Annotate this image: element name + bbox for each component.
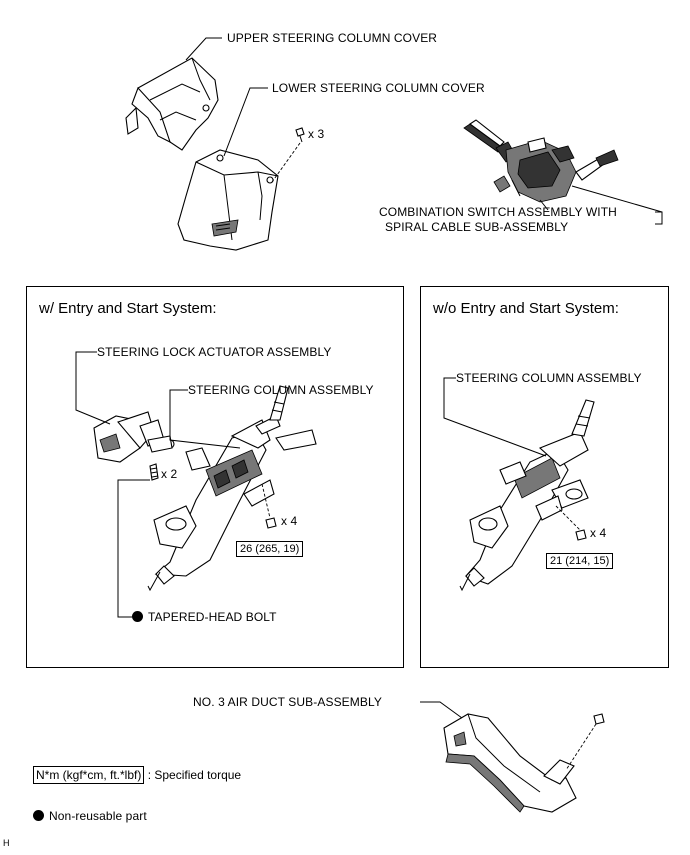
left-column-drawing — [93, 385, 317, 592]
upper-cover-label: UPPER STEERING COLUMN COVER — [227, 31, 438, 45]
nut-qty-right: x 4 — [590, 526, 607, 540]
bolt-qty-left: x 2 — [161, 467, 178, 481]
nut-qty-left: x 4 — [281, 514, 298, 528]
non-reusable-dot-icon — [132, 611, 143, 622]
column-right-label: STEERING COLUMN ASSEMBLY — [456, 371, 642, 385]
screw-icon — [295, 127, 305, 143]
corner-code: H — [3, 838, 10, 848]
combination-switch-label-1: COMBINATION SWITCH ASSEMBLY WITH — [379, 205, 617, 219]
screw-qty-top: x 3 — [308, 127, 325, 141]
torque-legend-text: : Specified torque — [147, 768, 242, 782]
nut-icon — [575, 529, 587, 541]
nut-icon — [265, 517, 277, 529]
non-reusable-dot-icon — [33, 810, 44, 821]
column-left-label: STEERING COLUMN ASSEMBLY — [188, 383, 374, 397]
panel-with-entry-start: w/ Entry and Start System: — [26, 286, 404, 668]
lower-cover-label: LOWER STEERING COLUMN COVER — [272, 81, 485, 95]
tapered-bolt-label: TAPERED-HEAD BOLT — [132, 610, 277, 624]
panel-without-entry-start: w/o Entry and Start System: — [420, 286, 669, 668]
torque-right: 21 (214, 15) — [546, 553, 614, 569]
air-duct-drawing — [443, 713, 577, 813]
nonreusable-legend: Non-reusable part — [33, 809, 147, 823]
combination-switch-label-2: SPIRAL CABLE SUB-ASSEMBLY — [385, 220, 569, 234]
panel-left-title: w/ Entry and Start System: — [39, 300, 217, 317]
tapered-bolt-text: TAPERED-HEAD BOLT — [148, 610, 277, 624]
screw-icon — [593, 713, 605, 725]
lower-cover-drawing — [177, 149, 279, 251]
lock-actuator-label: STEERING LOCK ACTUATOR ASSEMBLY — [97, 345, 332, 359]
combination-switch-drawing — [463, 119, 619, 211]
right-column-drawing — [459, 399, 595, 592]
air-duct-label: NO. 3 AIR DUCT SUB-ASSEMBLY — [193, 695, 382, 709]
nonreusable-legend-text: Non-reusable part — [49, 809, 147, 823]
torque-unit-box: N*m (kgf*cm, ft.*lbf) — [33, 766, 145, 784]
torque-legend: N*m (kgf*cm, ft.*lbf) : Specified torque — [33, 766, 242, 784]
upper-cover-drawing — [125, 57, 219, 151]
panel-right-title: w/o Entry and Start System: — [433, 300, 619, 317]
torque-left: 26 (265, 19) — [236, 541, 304, 557]
